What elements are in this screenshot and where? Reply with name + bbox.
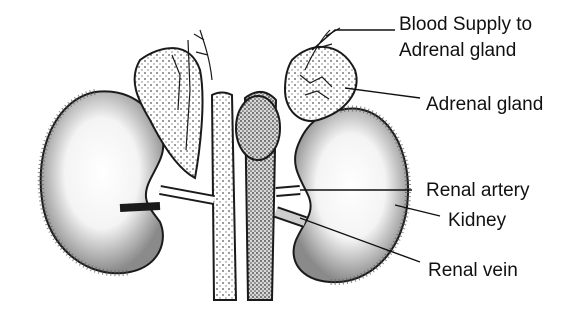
vena-cava-top (236, 96, 280, 160)
label-blood-supply-line2: Adrenal gland (399, 40, 516, 61)
label-renal-vein: Renal vein (428, 260, 518, 281)
label-renal-artery: Renal artery (426, 180, 530, 201)
right-kidney (294, 108, 409, 282)
label-kidney: Kidney (448, 210, 507, 231)
label-adrenal-gland: Adrenal gland (426, 94, 543, 115)
left-kidney (41, 91, 164, 273)
central-vessels (212, 92, 280, 300)
label-blood-supply-line1: Blood Supply to (399, 14, 532, 35)
